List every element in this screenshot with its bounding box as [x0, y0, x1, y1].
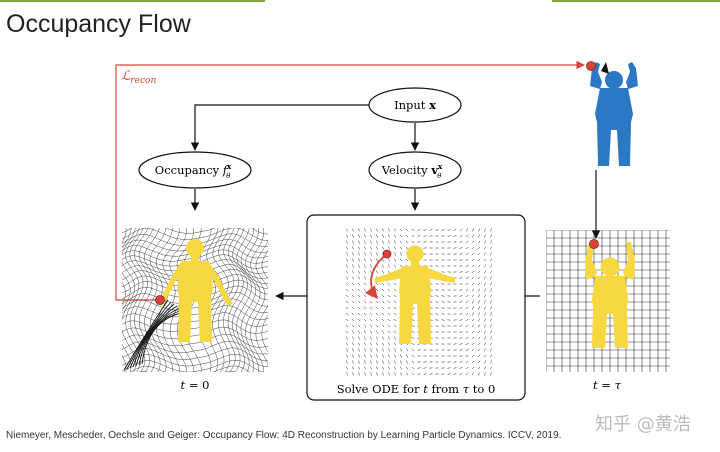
loss-label: ℒrecon	[121, 69, 156, 86]
top-accent-bar-right	[552, 0, 720, 2]
yellow-figure-ode	[375, 245, 455, 344]
loss-point-input	[589, 239, 599, 249]
input-node-label: Input x	[394, 98, 436, 112]
ode-caption: Solve ODE for t from τ to 0	[337, 382, 496, 396]
occupancy-node	[138, 151, 252, 189]
ode-box	[306, 214, 526, 401]
loss-point-target	[586, 61, 596, 71]
watermark: 知乎 @黄浩	[595, 414, 691, 435]
time-label-right: t = τ	[593, 378, 622, 392]
top-accent-bar-left	[0, 0, 265, 2]
loss-point-output	[155, 295, 165, 305]
citation: Niemeyer, Mescheder, Oechsle and Geiger:…	[6, 430, 562, 441]
yellow-figure-input	[585, 242, 635, 348]
time-label-left: t = 0	[181, 378, 210, 392]
yellow-figure-output	[157, 239, 233, 342]
velocity-node	[368, 151, 462, 189]
motion-arrow-icon	[601, 62, 609, 74]
trajectory-start-point	[382, 249, 392, 259]
blue-figure-target	[590, 62, 638, 166]
slide-title: Occupancy Flow	[6, 10, 191, 38]
trajectory-curve	[365, 253, 388, 299]
arrow-input-to-occupancy	[190, 104, 369, 151]
